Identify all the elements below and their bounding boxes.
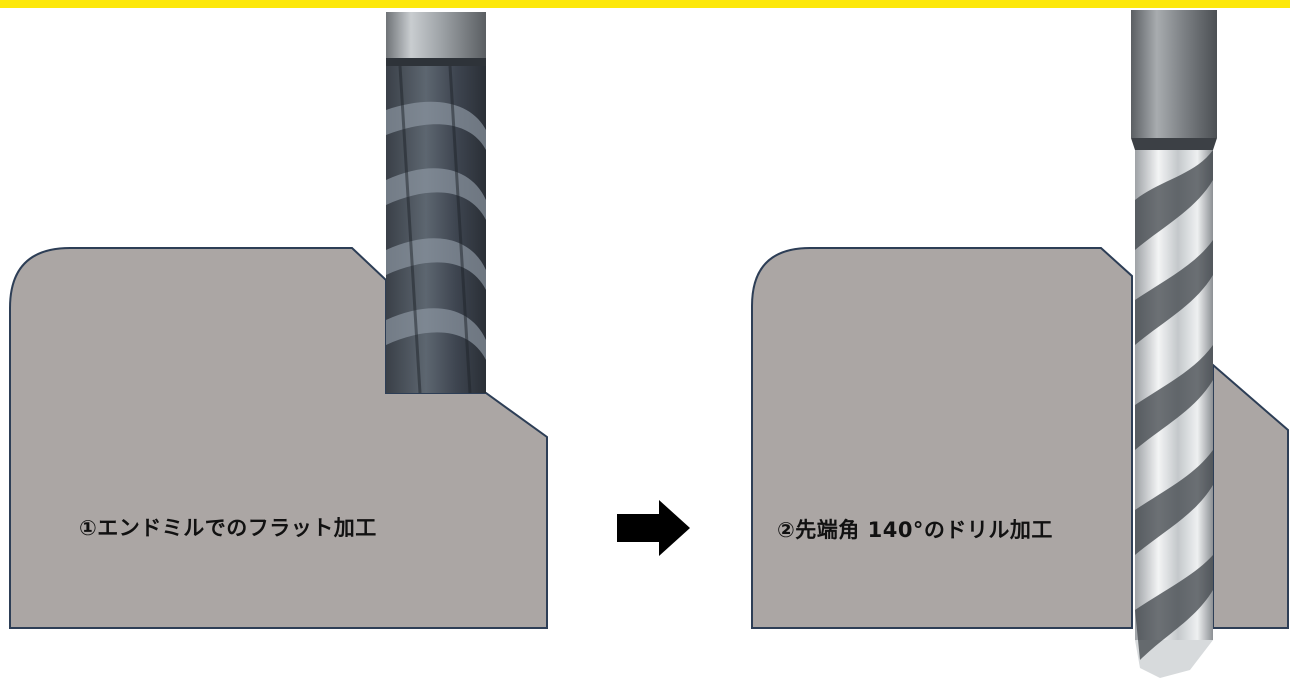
step1-label: ①エンドミルでのフラット加工 xyxy=(79,516,377,540)
end-mill-icon xyxy=(386,12,486,394)
drill-icon xyxy=(1131,10,1217,678)
step2-label: ②先端角 140°のドリル加工 xyxy=(777,518,1053,542)
right-arrow-icon xyxy=(617,500,690,556)
workpiece-right-edge xyxy=(1212,362,1289,629)
workpiece-right xyxy=(751,247,1133,629)
accent-bar xyxy=(0,0,1290,8)
